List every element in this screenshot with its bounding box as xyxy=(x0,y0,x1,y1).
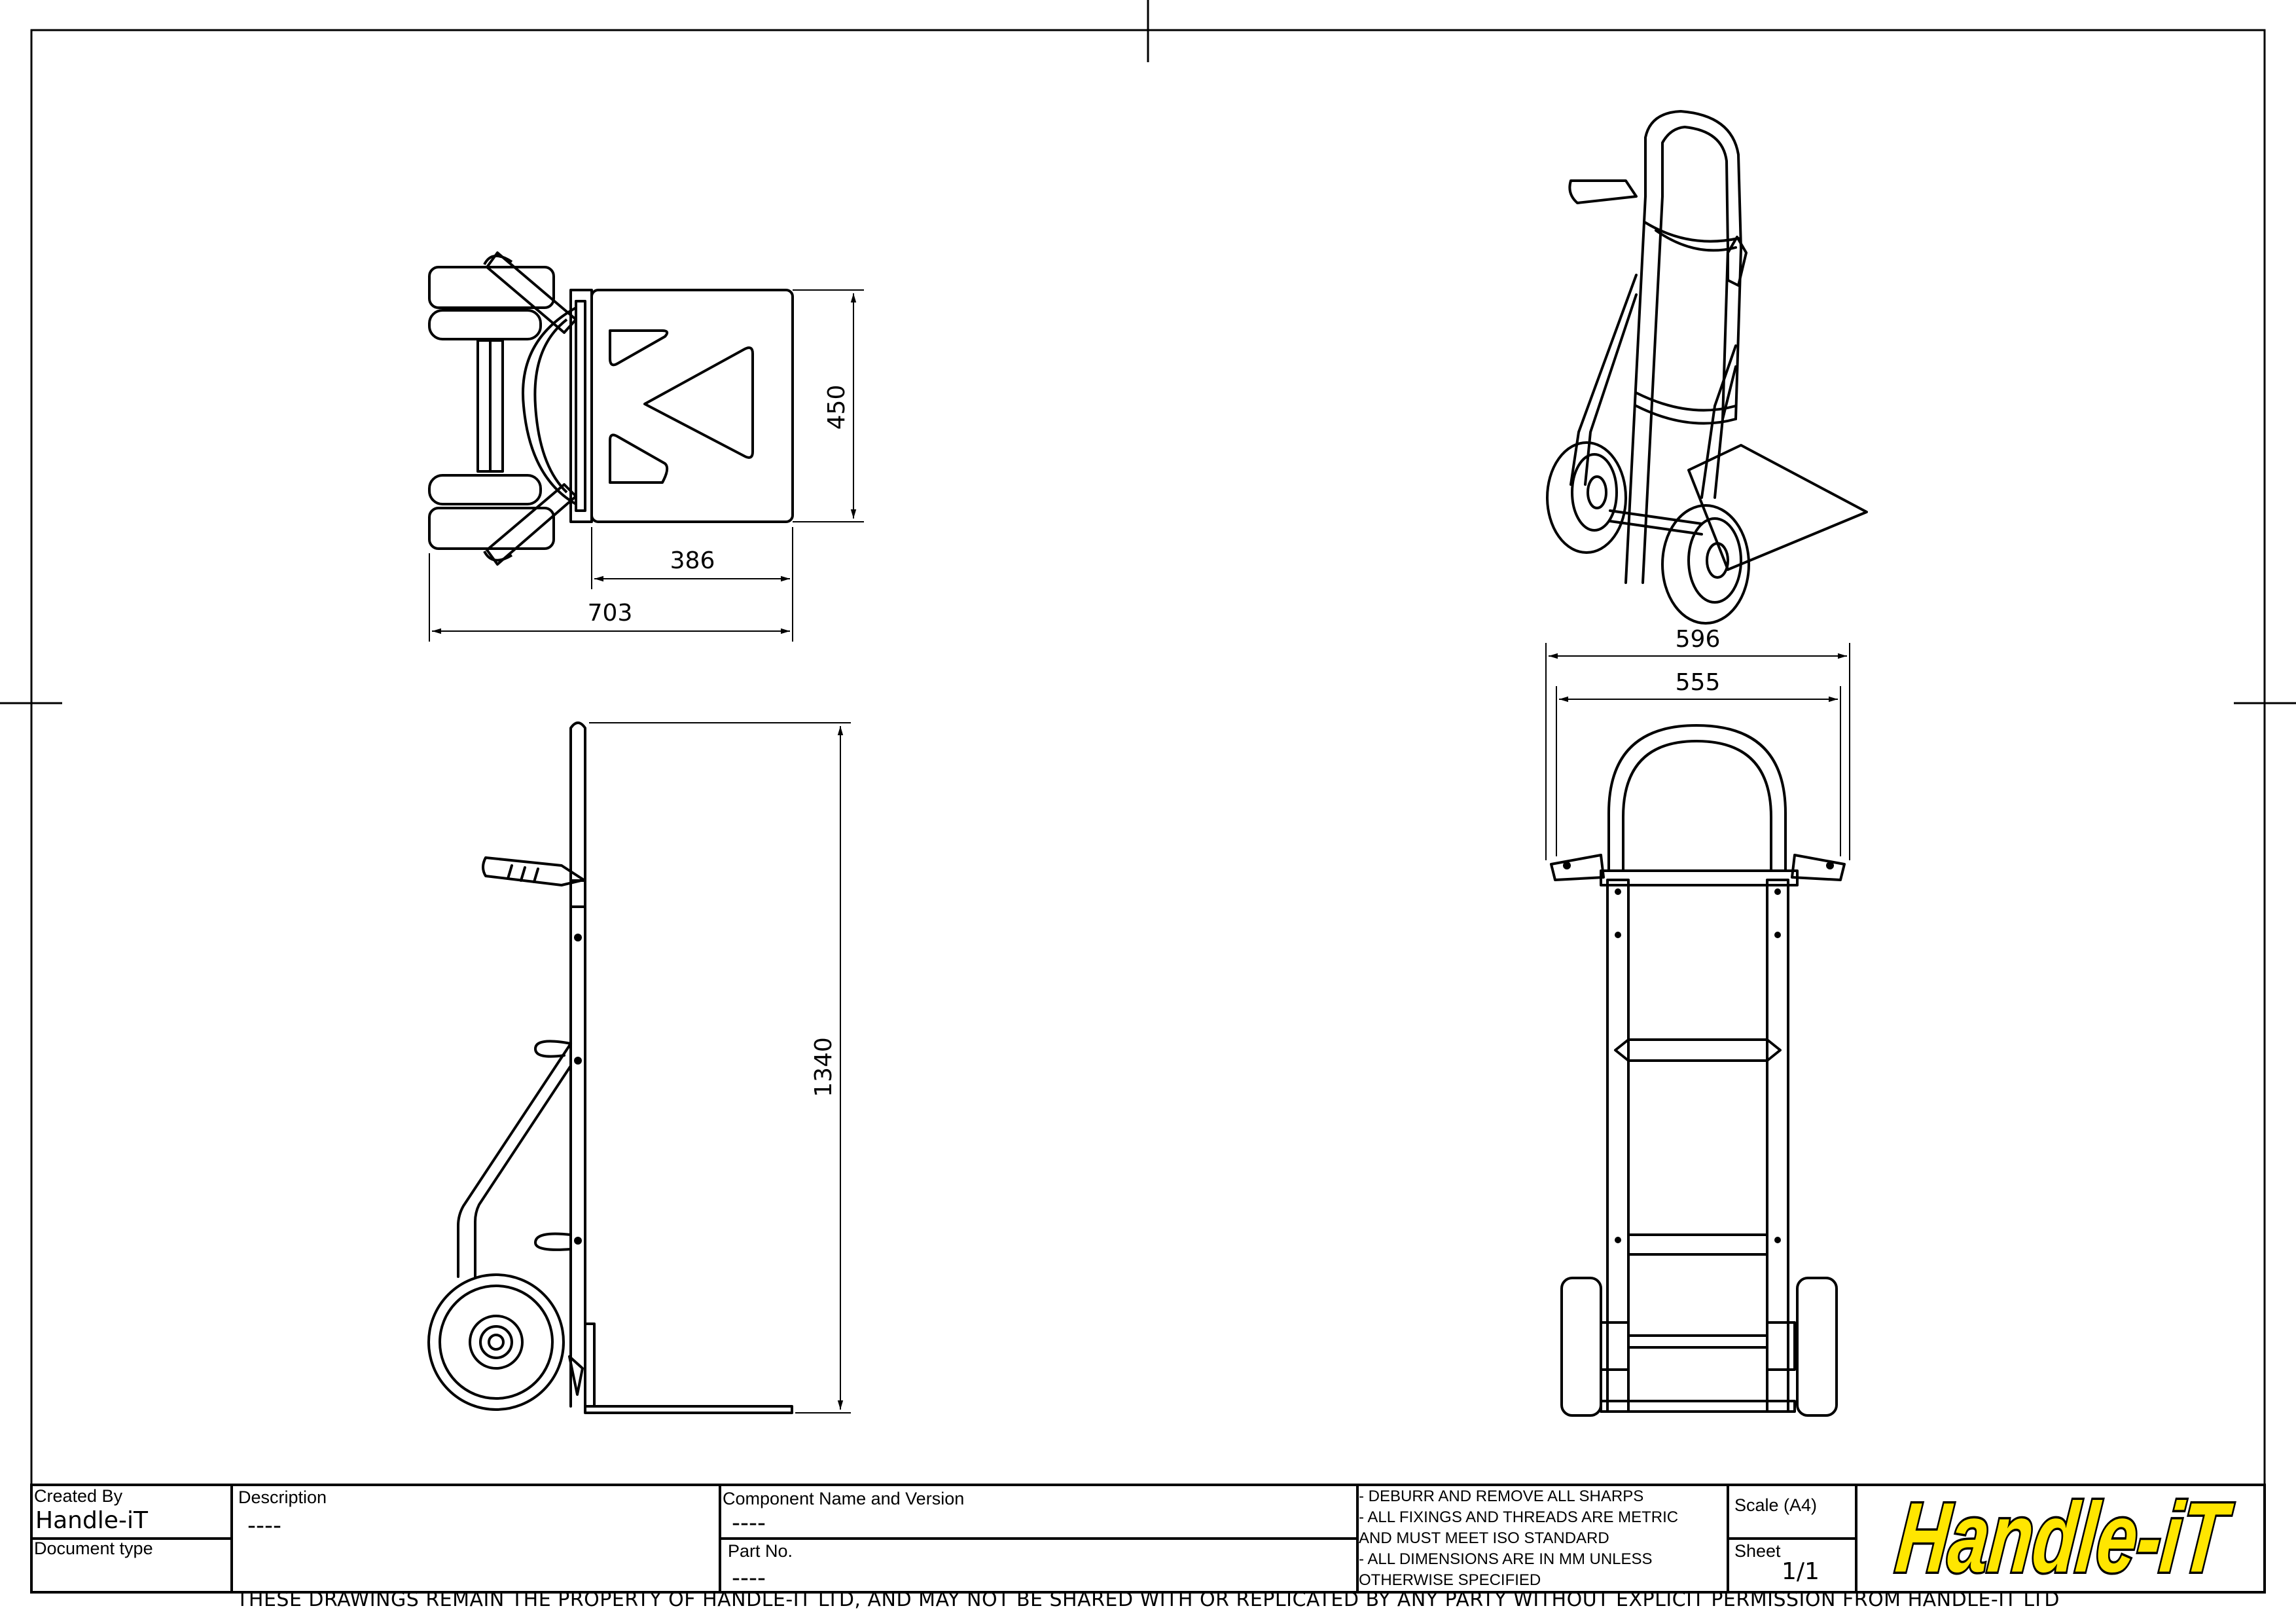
front-view-wheel-left xyxy=(1560,1277,1602,1417)
front-view-handle-left xyxy=(1550,854,1605,881)
note-line: - ALL FIXINGS AND THREADS ARE METRIC xyxy=(1359,1508,1679,1526)
scale-label: Scale (A4) xyxy=(1734,1495,1818,1515)
title-block-grid xyxy=(30,1484,2266,1594)
top-view-wheel-upper xyxy=(428,266,555,309)
dim-top-width: 703 xyxy=(588,600,633,627)
brand-logo: Handle-iT xyxy=(1890,1486,2238,1584)
front-view-loop-handle xyxy=(1607,724,1787,872)
side-view-toe-plate xyxy=(584,1405,793,1414)
front-view-wheel-right xyxy=(1796,1277,1838,1417)
top-view xyxy=(428,251,794,566)
iso-view-toe-plate xyxy=(1687,444,1868,571)
top-view-dimensions xyxy=(429,289,864,642)
top-view-platform xyxy=(590,289,794,523)
sheet-label: Sheet xyxy=(1734,1541,1781,1561)
top-view-cutout-triangle xyxy=(643,346,754,459)
front-view-left-rail xyxy=(1606,879,1630,1413)
property-disclaimer: THESE DRAWINGS REMAIN THE PROPERTY OF HA… xyxy=(236,1588,2060,1611)
brand-logo-text: Handle-iT xyxy=(1892,1486,2236,1584)
side-view-bolts xyxy=(574,934,582,1245)
front-view-toe-plate xyxy=(1600,1400,1796,1413)
side-view-handle xyxy=(482,856,585,886)
sheet-value: 1/1 xyxy=(1782,1558,1820,1585)
iso-view-side-handle xyxy=(1568,179,1638,204)
dim-front-inner: 555 xyxy=(1676,669,1721,696)
top-view-wheel-lower xyxy=(428,507,555,550)
description-value: ---- xyxy=(247,1512,281,1539)
front-view-bolts xyxy=(1563,862,1834,1243)
side-view-frame xyxy=(569,721,586,1408)
document-type-label: Document type xyxy=(34,1539,153,1558)
top-view-cutout-lower xyxy=(609,433,669,484)
dim-side-height: 1340 xyxy=(810,1037,837,1097)
component-label: Component Name and Version xyxy=(723,1489,965,1508)
part-no-label: Part No. xyxy=(728,1541,793,1561)
side-view-wheel xyxy=(427,1273,565,1411)
part-no-value: ---- xyxy=(732,1565,766,1592)
iso-view-loop-handle xyxy=(1644,110,1742,250)
iso-view-side-handle-right xyxy=(1727,236,1748,287)
front-view-dimensions xyxy=(1545,643,1850,860)
top-view-cutout-upper xyxy=(609,329,669,367)
top-view-handle-upper xyxy=(486,251,577,334)
iso-view-stay xyxy=(1570,274,1638,486)
side-view-stay xyxy=(457,1042,572,1278)
iso-view-wheel-rear xyxy=(1546,441,1627,554)
dim-front-outer: 596 xyxy=(1676,626,1721,653)
description-label: Description xyxy=(238,1487,327,1507)
front-view-handle-right xyxy=(1791,854,1846,881)
general-notes: - DEBURR AND REMOVE ALL SHARPS - ALL FIX… xyxy=(1359,1486,1678,1591)
iso-view-wheel-front xyxy=(1661,504,1750,625)
dim-top-depth: 450 xyxy=(823,385,850,430)
created-by-value: Handle-iT xyxy=(35,1507,148,1534)
note-line: - DEBURR AND REMOVE ALL SHARPS xyxy=(1359,1487,1644,1505)
iso-view xyxy=(1546,110,1868,625)
note-line: AND MUST MEET ISO STANDARD xyxy=(1359,1529,1609,1547)
front-view xyxy=(1550,724,1846,1417)
created-by-label: Created By xyxy=(34,1486,123,1506)
note-line: OTHERWISE SPECIFIED xyxy=(1359,1571,1541,1589)
component-value: ---- xyxy=(732,1510,766,1537)
front-view-right-rail xyxy=(1766,879,1789,1413)
note-line: - ALL DIMENSIONS ARE IN MM UNLESS xyxy=(1359,1550,1653,1568)
side-view-dimensions xyxy=(589,722,851,1413)
side-view xyxy=(427,721,793,1414)
dim-top-platform: 386 xyxy=(670,547,715,574)
